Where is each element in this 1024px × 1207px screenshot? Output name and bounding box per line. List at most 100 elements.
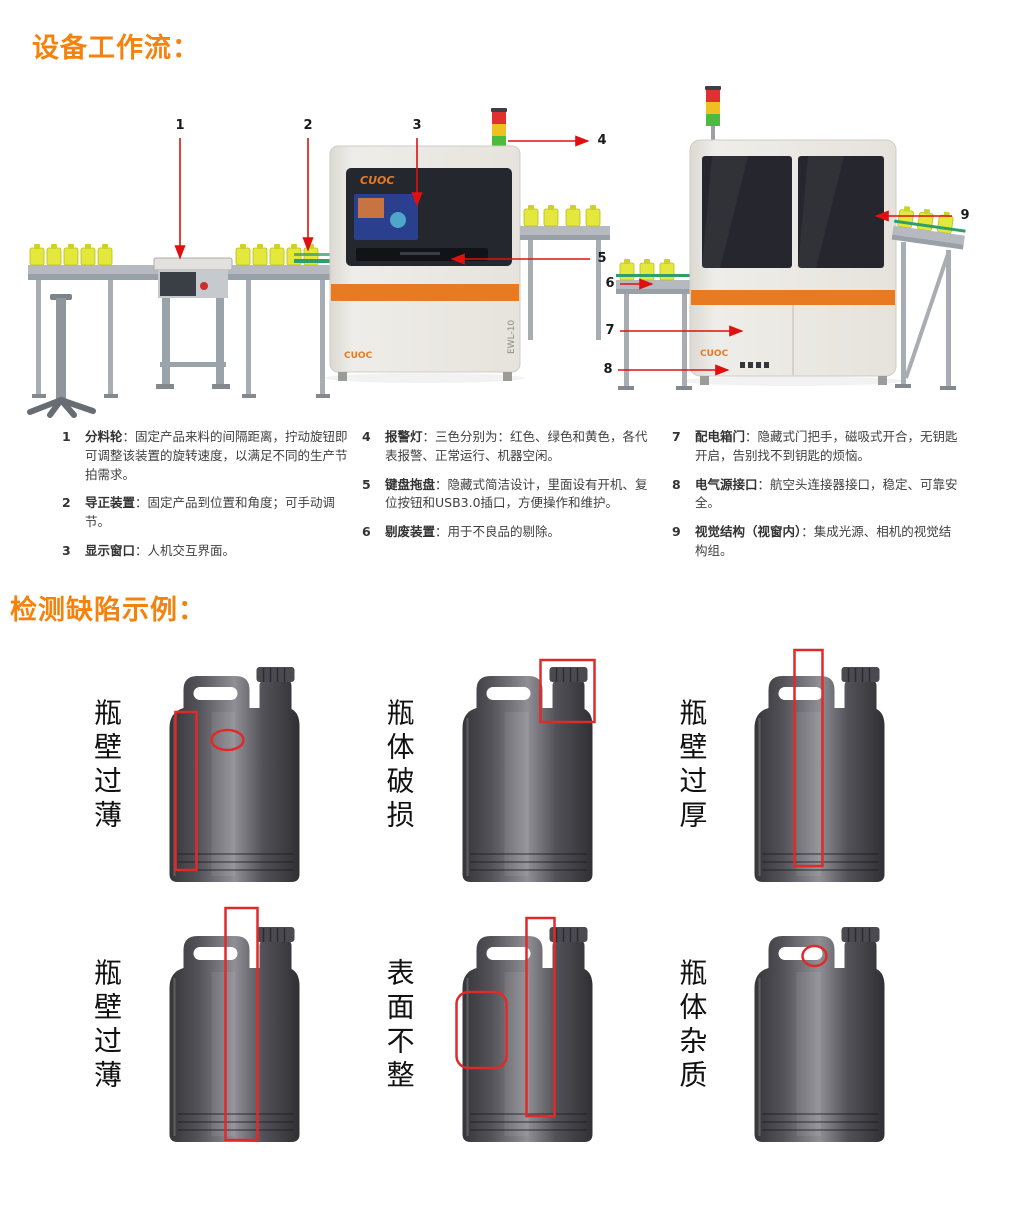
jerrycan-image — [753, 926, 886, 1143]
front-panel — [346, 168, 512, 266]
legend-desc: ：固定产品到位置和角度；可手动调节。 — [85, 495, 336, 529]
callout-number-4: 4 — [597, 133, 607, 148]
defect-label: 表面不整 — [382, 958, 416, 1094]
vision-window-left — [702, 156, 792, 268]
legend-number: 7 — [672, 429, 681, 444]
legend-number: 4 — [362, 429, 371, 444]
defect-annotation — [174, 710, 245, 872]
defect-image — [423, 906, 618, 1146]
legend-term: 剔废装置 — [385, 524, 436, 539]
legend-desc: ：人机交互界面。 — [135, 542, 236, 558]
legend-column-3: 7 配电箱门：隐藏式门把手，磁吸式开合，无钥匙开启，告别找不到钥匙的烦恼。 8 … — [672, 428, 960, 561]
defect-annotation — [454, 916, 556, 1118]
signal-tower-icon — [491, 108, 507, 148]
defect-annotation — [793, 648, 825, 868]
legend-number: 3 — [62, 542, 71, 558]
defect-label: 瓶壁过薄 — [90, 958, 123, 1094]
brand-logo-bottom: CUOC — [344, 351, 373, 361]
inspection-machine-right: CUOC — [689, 86, 897, 385]
callout-number-8: 8 — [603, 362, 613, 377]
legend-term: 视觉结构（视窗内） — [695, 524, 802, 539]
signal-tower-icon — [705, 86, 721, 140]
legend-item-1: 1 分料轮：固定产品来料的间隔距离，拧动旋钮即可调整该装置的旋转速度，以满足不同… — [62, 428, 350, 484]
defect-image — [715, 646, 910, 886]
defect-example-2: 瓶体破损 — [379, 642, 650, 890]
equipment-diagram: CUOC CUOC EWL-10 — [27, 86, 966, 418]
legend-desc: ：固定产品来料的间隔距离，拧动旋钮即可调整该装置的旋转速度，以满足不同的生产节拍… — [85, 429, 348, 482]
orange-band — [691, 290, 895, 305]
legend-item-7: 7 配电箱门：隐藏式门把手，磁吸式开合，无钥匙开启，告别找不到钥匙的烦恼。 — [672, 428, 960, 466]
legend-item-6: 6 剔废装置：用于不良品的剔除。 — [362, 523, 660, 542]
legend-desc: ：隐藏式门把手，磁吸式开合，无钥匙开启，告别找不到钥匙的烦恼。 — [695, 429, 958, 463]
jerrycan-image — [168, 906, 301, 1143]
equipment-illustration: CUOC CUOC EWL-10 — [0, 62, 1024, 420]
legend-number: 5 — [362, 476, 371, 492]
defects-section-title: 检测缺陷示例： — [10, 595, 206, 626]
legend-item-2: 2 导正装置：固定产品到位置和角度；可手动调节。 — [62, 494, 350, 532]
legend-item-3: 3 显示窗口：人机交互界面。 — [62, 542, 350, 561]
defect-image — [130, 646, 325, 886]
jerrycan-image — [454, 916, 594, 1143]
legend-term: 报警灯 — [385, 429, 423, 444]
defect-annotation — [538, 658, 596, 724]
orange-band — [331, 284, 519, 301]
speed-knob — [200, 282, 208, 290]
defect-label: 瓶体杂质 — [675, 958, 709, 1094]
callout-number-9: 9 — [960, 208, 970, 223]
floor-shadow — [325, 373, 525, 383]
legend-term: 电气源接口 — [695, 476, 758, 492]
feeder-wheel-station — [153, 257, 233, 389]
legend-number: 8 — [672, 476, 681, 492]
legend-number: 6 — [362, 524, 371, 539]
callout-number-3: 3 — [412, 118, 422, 133]
floor-shadow — [682, 376, 902, 386]
legend-term: 分料轮 — [85, 429, 123, 444]
jerrycan-image — [168, 666, 301, 883]
defect-example-4: 瓶壁过薄 — [86, 902, 357, 1150]
defect-example-3: 瓶壁过厚 — [671, 642, 942, 890]
guide-rails — [294, 253, 342, 263]
legend-item-5: 5 键盘拖盘：隐藏式简洁设计，里面设有开机、复位按钮和USB3.0插口，方便操作… — [362, 476, 660, 514]
defect-examples-grid: 瓶壁过薄 瓶体破损 瓶壁过厚 — [86, 642, 942, 1150]
defect-annotation — [801, 944, 829, 968]
defect-image — [130, 906, 325, 1146]
defect-example-1: 瓶壁过薄 — [86, 642, 357, 890]
legend-number: 2 — [62, 495, 71, 511]
defect-image — [423, 646, 618, 886]
vision-window-right — [798, 156, 884, 268]
legend-desc: ：三色分别为：红色、绿色和黄色，各代表报警、正常运行、机器空闲。 — [385, 429, 648, 463]
transfer-conveyor — [520, 204, 610, 340]
legend-desc: ：隐藏式简洁设计，里面设有开机、复位按钮和USB3.0插口，方便操作和维护。 — [385, 476, 648, 511]
defect-example-5: 表面不整 — [379, 902, 650, 1150]
jerrycan-image — [753, 648, 886, 883]
brand-logo-top: CUOC — [360, 174, 394, 187]
inspection-machine-main: CUOC CUOC EWL-10 — [329, 108, 521, 381]
legend-item-8: 8 电气源接口：航空头连接器接口，稳定、可靠安全。 — [672, 476, 960, 514]
jerrycan-image — [461, 658, 596, 883]
legend-desc: ：用于不良品的剔除。 — [435, 524, 561, 539]
right-infeed-conveyor — [616, 258, 694, 390]
callout-number-2: 2 — [303, 118, 313, 133]
callout-number-5: 5 — [597, 251, 607, 266]
legend-desc: ：集成光源、相机的视觉结构组。 — [695, 524, 952, 558]
legend-item-4: 4 报警灯：三色分别为：红色、绿色和黄色，各代表报警、正常运行、机器空闲。 — [362, 428, 660, 466]
callout-number-1: 1 — [175, 118, 185, 133]
callout-number-7: 7 — [605, 323, 615, 338]
legend-term: 导正装置 — [85, 495, 136, 511]
brand-logo-right: CUOC — [700, 349, 729, 359]
legend-number: 1 — [62, 429, 71, 444]
legend-desc: ：航空头连接器接口，稳定、可靠安全。 — [695, 476, 958, 511]
defect-annotation — [224, 906, 259, 1142]
legend-term: 键盘拖盘 — [385, 476, 436, 492]
defect-label: 瓶壁过薄 — [90, 698, 123, 834]
callout-arrows — [174, 135, 952, 376]
workflow-section-title: 设备工作流： — [32, 33, 200, 64]
model-label: EWL-10 — [507, 320, 517, 354]
legend-column-2: 4 报警灯：三色分别为：红色、绿色和黄色，各代表报警、正常运行、机器空闲。 5 … — [362, 428, 660, 542]
legend: 1 分料轮：固定产品来料的间隔距离，拧动旋钮即可调整该装置的旋转速度，以满足不同… — [62, 428, 970, 561]
defect-label: 瓶壁过厚 — [675, 698, 709, 834]
legend-column-1: 1 分料轮：固定产品来料的间隔距离，拧动旋钮即可调整该装置的旋转速度，以满足不同… — [62, 428, 350, 561]
legend-term: 配电箱门 — [695, 429, 746, 444]
legend-number: 9 — [672, 524, 681, 539]
callout-number-6: 6 — [605, 276, 615, 291]
